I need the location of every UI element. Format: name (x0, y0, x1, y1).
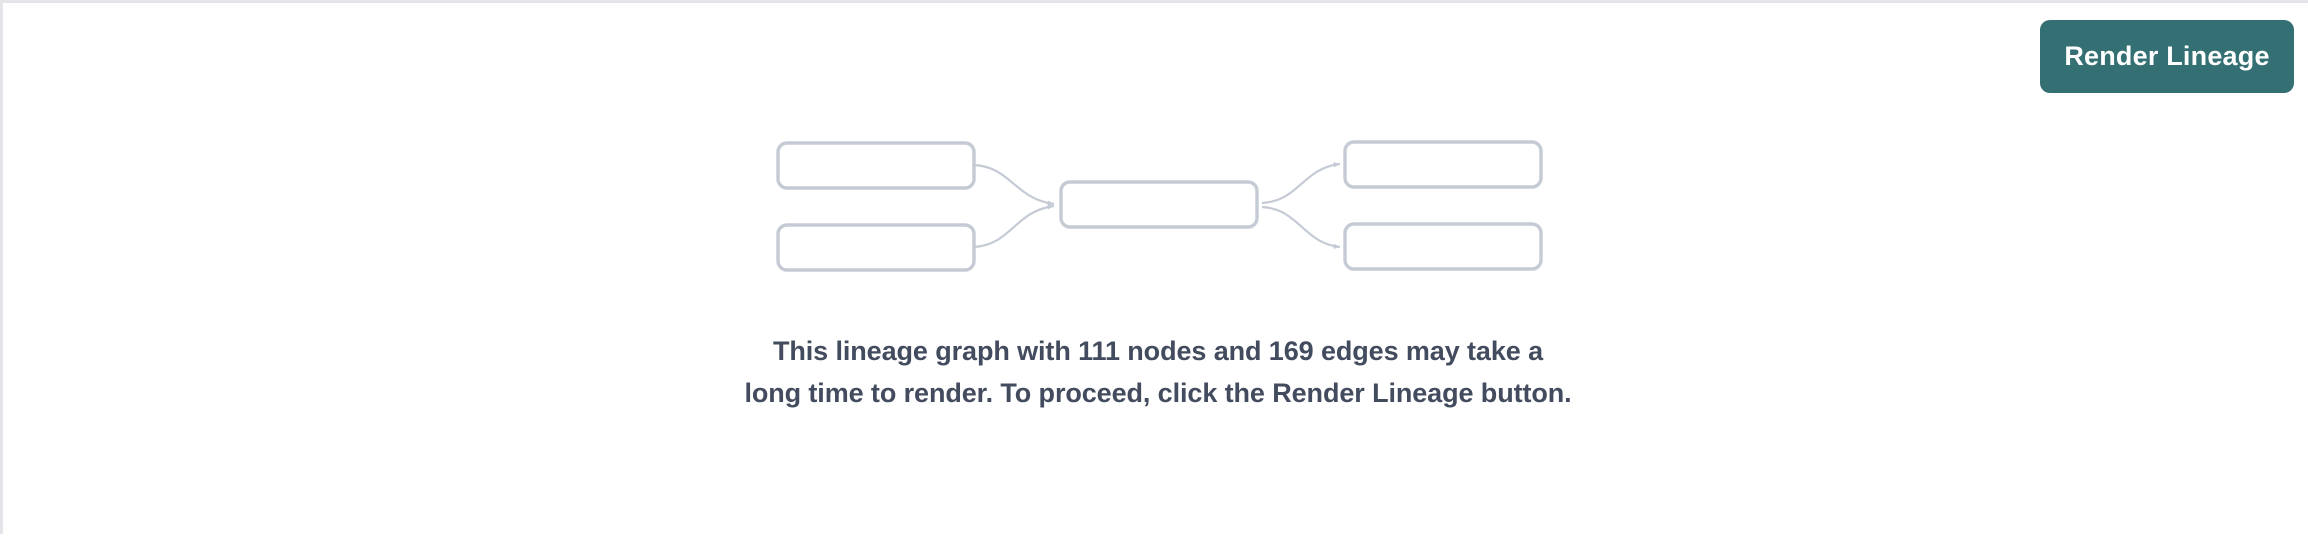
edge-upstream-2-to-focal (973, 204, 1055, 249)
render-lineage-button[interactable]: Render Lineage (2040, 20, 2294, 93)
placeholder-graph-illustration (3, 3, 2308, 537)
placeholder-node-focal (1059, 180, 1259, 229)
edge-upstream-1-to-focal (973, 163, 1055, 206)
placeholder-graph-svg (776, 140, 1543, 272)
placeholder-node-upstream-2 (776, 223, 976, 272)
placeholder-node-downstream-1 (1343, 140, 1543, 189)
placeholder-node-downstream-2 (1343, 222, 1543, 271)
edge-focal-to-downstream-2 (1261, 205, 1341, 249)
edge-focal-to-downstream-1 (1261, 162, 1341, 205)
placeholder-node-upstream-1 (776, 141, 976, 190)
lineage-warning-message: This lineage graph with 111 nodes and 16… (744, 336, 1572, 408)
